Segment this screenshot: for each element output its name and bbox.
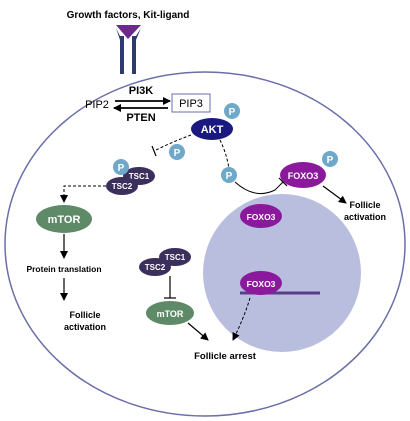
akt-node (191, 118, 233, 140)
pip2-label: PIP2 (85, 99, 109, 111)
mtor-left-label: mTOR (48, 214, 81, 226)
tsc2-lower-node (139, 258, 171, 276)
protein-translation-label: Protein translation (26, 264, 101, 274)
tsc1-upper-label: TSC1 (129, 172, 150, 181)
nucleus (203, 194, 361, 352)
foxo3-nuclear-upper-node (240, 204, 282, 228)
nuclear-phospho-icon (221, 167, 237, 183)
follicle-activation-right-line2: activation (344, 212, 386, 222)
phospho-to-foxo3-path (234, 181, 284, 195)
tsc2-upper-label: TSC2 (112, 182, 133, 191)
foxo3-phospho-icon (322, 151, 338, 167)
pi3k-label: PI3K (129, 85, 154, 97)
tsc2-upper-node (106, 177, 138, 195)
growth-factors-label: Growth factors, Kit-ligand (67, 10, 190, 21)
mtor-lower-label: mTOR (157, 309, 184, 319)
follicle-arrest-label: Follicle arrest (194, 351, 257, 362)
foxo3-to-activation-arrow (322, 185, 347, 204)
tsc-phospho-icon (113, 159, 129, 175)
foxo3-cytoplasm-node (280, 162, 326, 188)
kit-receptor-icon (116, 25, 141, 74)
follicle-activation-left-line2: activation (64, 322, 106, 332)
foxo3-cytoplasm-label: FOXO3 (288, 171, 319, 181)
tsc-phospho-label: P (118, 163, 125, 174)
foxo3-dna-label: FOXO3 (247, 279, 276, 289)
pten-label: PTEN (126, 112, 155, 124)
akt-phospho-label: P (229, 107, 236, 118)
tsc-to-mtor-arrow (60, 185, 106, 203)
tsc2-lower-label: TSC2 (145, 263, 166, 272)
foxo3-nuclear-upper-label: FOXO3 (247, 212, 276, 222)
akt-label: AKT (201, 124, 224, 136)
foxo3-dna-node (240, 271, 282, 295)
akt-to-tsc-inhibition (153, 134, 192, 152)
akt-phospho-icon (224, 103, 240, 119)
pip3-label: PIP3 (179, 98, 203, 110)
free-phospho-icon (169, 144, 185, 160)
follicle-activation-right-line1: Follicle (349, 200, 380, 210)
foxo3-to-arrest-arrow (232, 297, 251, 341)
mtor-to-arrest-arrow (187, 322, 209, 341)
pip3-box (171, 93, 211, 113)
mtor-lower-node (146, 301, 194, 325)
follicle-activation-left-line1: Follicle (69, 310, 100, 320)
tsc1-lower-label: TSC1 (165, 253, 186, 262)
mtor-left-node (36, 205, 92, 233)
free-phospho-label: P (174, 148, 181, 159)
foxo3-phospho-label: P (327, 155, 334, 166)
nuclear-phospho-label: P (226, 171, 233, 182)
akt-to-phospho-path (219, 139, 230, 169)
